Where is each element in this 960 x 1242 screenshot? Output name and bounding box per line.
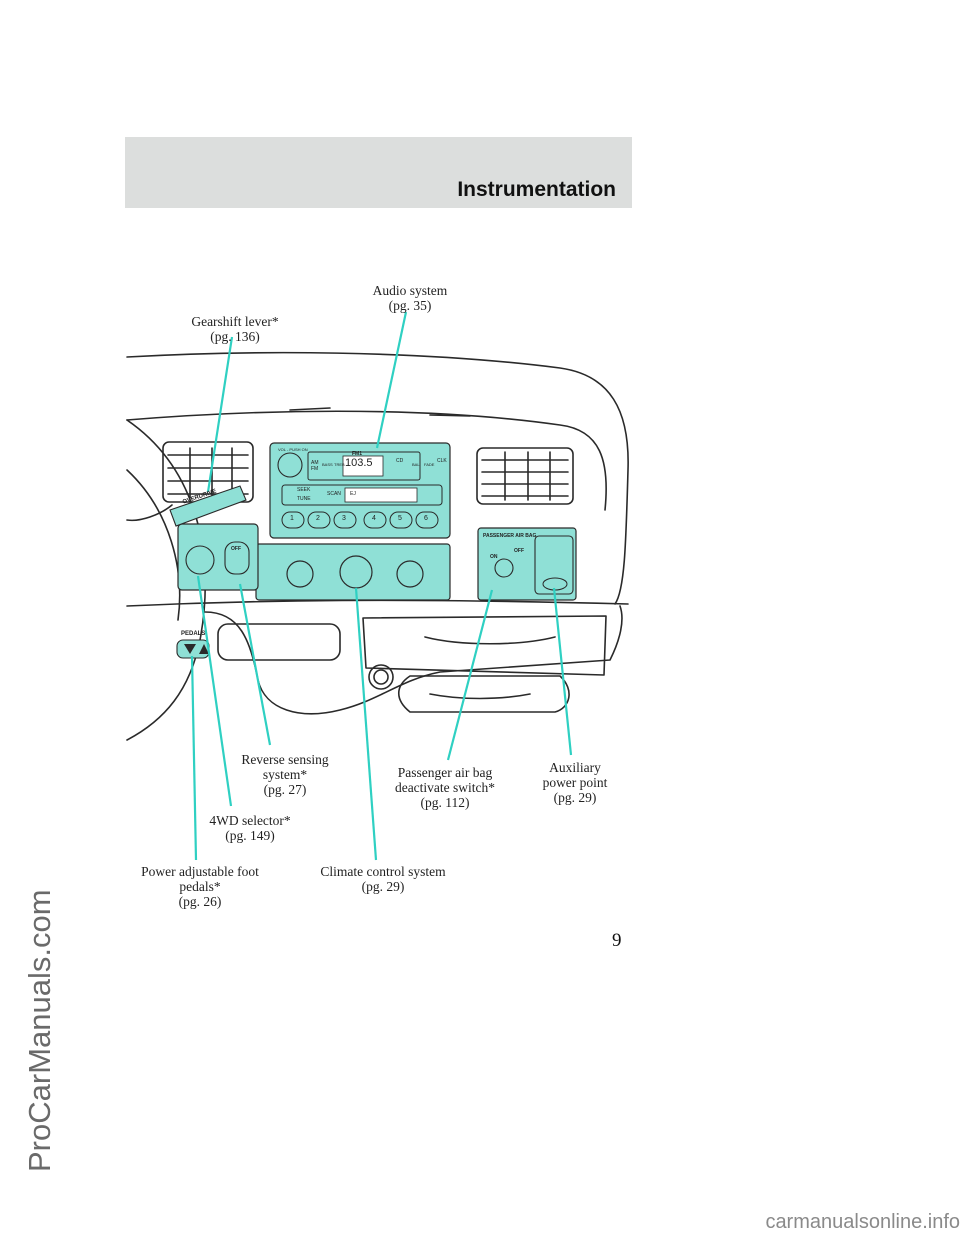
callout-aux-power: Auxiliary power point (pg. 29) bbox=[510, 760, 640, 805]
callout-aux-line1: Auxiliary bbox=[549, 760, 601, 775]
callout-gearshift-line1: Gearshift lever* bbox=[191, 314, 279, 329]
callout-aux-line3: (pg. 29) bbox=[553, 790, 597, 805]
callout-audio-line1: Audio system bbox=[372, 283, 448, 298]
callout-climate-line2: (pg. 29) bbox=[361, 879, 405, 894]
section-title: Instrumentation bbox=[457, 178, 616, 201]
lower-tray bbox=[397, 675, 570, 713]
callout-fourwd: 4WD selector* (pg. 149) bbox=[185, 813, 315, 843]
radio-bal: BAL bbox=[412, 462, 420, 467]
preset-4: 4 bbox=[372, 515, 376, 522]
pedals-label: PEDALS bbox=[181, 631, 206, 637]
callout-airbag-line3: (pg. 112) bbox=[420, 795, 470, 810]
glovebox bbox=[362, 615, 607, 676]
preset-1: 1 bbox=[290, 515, 294, 522]
leader-gearshift bbox=[206, 336, 234, 493]
callout-climate: Climate control system (pg. 29) bbox=[318, 864, 448, 894]
airbag-on-label: ON bbox=[490, 554, 498, 560]
callout-gearshift: Gearshift lever* (pg. 136) bbox=[170, 314, 300, 344]
lower-dash-edge bbox=[204, 605, 623, 715]
preset-2: 2 bbox=[316, 515, 320, 522]
callout-reverse-sensing: Reverse sensing system* (pg. 27) bbox=[220, 752, 350, 797]
callout-airbag-line1: Passenger air bag bbox=[397, 765, 493, 780]
callout-airbag-switch: Passenger air bag deactivate switch* (pg… bbox=[380, 765, 510, 810]
audio-panel bbox=[269, 442, 451, 539]
leader-audio bbox=[375, 311, 408, 449]
callout-audio-line2: (pg. 35) bbox=[388, 298, 432, 313]
callout-pedals-line1: Power adjustable foot bbox=[141, 864, 259, 879]
callout-reverse-line2: system* bbox=[262, 767, 308, 782]
overdrive-label: OVERDRIVE bbox=[182, 488, 218, 506]
callout-airbag-line2: deactivate switch* bbox=[394, 780, 496, 795]
radio-clk: CLK bbox=[437, 458, 447, 464]
lighter-socket bbox=[368, 664, 394, 690]
radio-cd: CD bbox=[396, 458, 404, 464]
leader-reverse bbox=[238, 583, 272, 746]
header-band: Instrumentation bbox=[125, 137, 632, 208]
callout-audio: Audio system (pg. 35) bbox=[345, 283, 475, 313]
callout-pedals-line3: (pg. 26) bbox=[178, 894, 222, 909]
callout-reverse-line3: (pg. 27) bbox=[263, 782, 307, 797]
radio-vol-label: VOL - PUSH ON bbox=[278, 447, 308, 452]
off-button-label: OFF bbox=[231, 546, 241, 552]
fourwd-panel bbox=[177, 523, 259, 591]
radio-seek: SEEK bbox=[297, 487, 311, 493]
climate-panel bbox=[255, 543, 451, 601]
airbag-panel-title: PASSENGER AIR BAG bbox=[483, 533, 537, 539]
leader-fourwd bbox=[196, 575, 233, 807]
radio-band: FM1 bbox=[352, 451, 362, 457]
right-vent bbox=[476, 447, 574, 505]
dash-top-outline bbox=[126, 351, 629, 605]
radio-tune: TUNE bbox=[297, 496, 311, 502]
bottom-watermark: carmanualsonline.info bbox=[765, 1211, 960, 1233]
leader-airbag bbox=[446, 589, 494, 761]
leader-climate bbox=[354, 587, 378, 861]
dash-inner-outline bbox=[126, 410, 607, 511]
overdrive-lever bbox=[169, 485, 247, 527]
callout-reverse-line1: Reverse sensing bbox=[241, 752, 329, 767]
radio-scan: SCAN bbox=[327, 491, 341, 497]
airbag-panel bbox=[477, 527, 577, 601]
callout-climate-line1: Climate control system bbox=[320, 864, 446, 879]
callout-pedals-line2: pedals* bbox=[179, 879, 221, 894]
airbag-off-label: OFF bbox=[514, 548, 524, 554]
radio-fade: FADE bbox=[424, 462, 435, 467]
radio-treb: TREB bbox=[334, 462, 345, 467]
preset-3: 3 bbox=[342, 515, 346, 522]
side-watermark: ProCarManuals.com bbox=[22, 889, 57, 1172]
callout-aux-line2: power point bbox=[542, 775, 608, 790]
callout-pedals: Power adjustable foot pedals* (pg. 26) bbox=[135, 864, 265, 909]
radio-bass: BASS bbox=[322, 462, 333, 467]
radio-am-fm: AM FM bbox=[311, 460, 319, 472]
leader-aux bbox=[552, 587, 573, 756]
callout-fourwd-line1: 4WD selector* bbox=[209, 813, 291, 828]
radio-eject: EJ bbox=[350, 491, 356, 497]
preset-6: 6 bbox=[424, 515, 428, 522]
preset-5: 5 bbox=[398, 515, 402, 522]
leader-pedals bbox=[190, 655, 198, 861]
page-number: 9 bbox=[612, 930, 622, 951]
callout-gearshift-line2: (pg. 136) bbox=[210, 329, 260, 344]
callout-fourwd-line2: (pg. 149) bbox=[225, 828, 275, 843]
center-pocket bbox=[217, 623, 341, 661]
radio-frequency: 103.5 bbox=[345, 457, 373, 469]
